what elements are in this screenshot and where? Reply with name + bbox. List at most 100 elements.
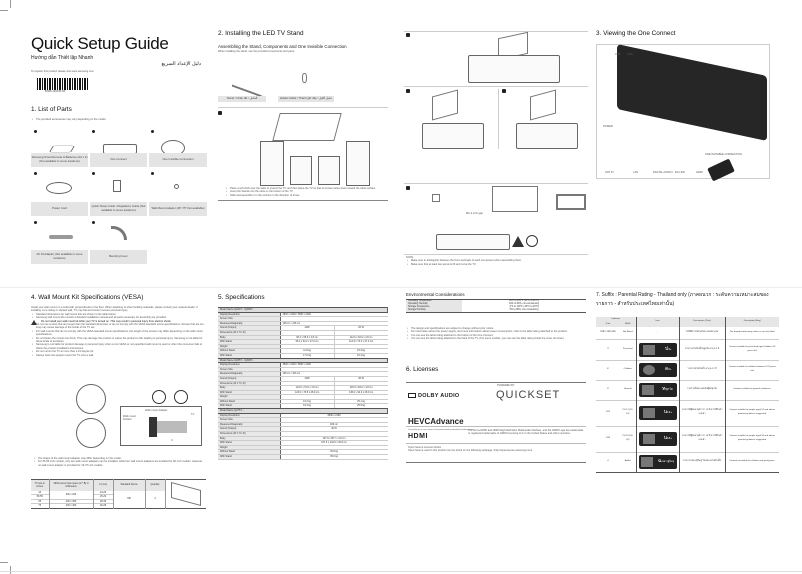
tv-back-illustration [432,89,458,121]
spec-value: 108 cm / 125 cm [280,321,388,327]
spec-label: Screen Size [218,316,281,322]
spec-label: Without Stand [218,449,281,455]
spec-label: Without Stand [218,348,281,354]
parts-note: The provided accessories may vary depend… [31,118,206,122]
spec-value: 25.5 kg [333,403,388,410]
outlet-illustration [432,194,440,202]
ok-circle-icon [152,390,166,404]
col-header: Description (Thai) [679,317,726,327]
env-label: Storage Temperature [406,306,462,309]
env-value: -4°F to 113°F (-20°C to 45°C) [509,306,539,308]
step2-detail-box [468,55,560,83]
lan-label: LAN [633,171,639,174]
spec-value: 145.0 x 83.0 x 4.8 cm [333,385,388,391]
pg18-rating-icon: น18+ [638,432,677,446]
thai-desc: รายการที่ผู้ชมอายุต่ำกว่า 13 ปี ควรได้รั… [679,400,726,426]
spec-value: 40 W [280,426,388,432]
step1-note: Insert the Stands into the slots on the … [225,190,385,194]
invisible-connection-label: ONE INVISIBLE CONNECTION [705,153,742,156]
holder-illustration [302,73,307,83]
zoom-circle [76,384,106,414]
spec-value: 189 cm [280,422,388,428]
screw-cell: M8 [113,490,146,509]
spec-label: Sound (Output) [218,426,281,432]
stand-illustration [232,60,262,98]
tv-illustration [492,186,538,212]
spec-value: 3840 x 2160 / 3840 x 2160 [280,312,388,318]
wall-mount-diagram: Wall mount Adapter Wall mount bracket TV… [36,384,204,448]
spec-value: 96.4 x 55.9 x 4.8 cm [280,335,335,341]
stand-subheading: Assembling the Stand, Components and One… [218,44,347,49]
thai-desc: รายการที่ผู้ชมอายุต่ำกว่า 18 ปี ควรได้รั… [679,426,726,452]
wall-mount-warning: Do not install your wall mount kit while… [41,319,172,323]
hdmi-logo: HDMI [408,433,428,440]
env-label: Operating Temperature [406,299,462,303]
vesa-cell: 400 x 400 [49,503,94,509]
part-caption: Bending Cover [90,250,147,264]
model-name: Model Name QA75T.... [218,408,388,414]
eng-desc: Content suitable for people aged 13 and … [729,409,776,415]
col-header: Description (Eng) [743,320,761,323]
spec-label: Body [218,385,281,391]
step1-note: Place a soft cloth over the table to pro… [225,187,385,191]
remote-illustration [49,145,75,153]
gap-label: Min 4 inch gap [466,212,483,215]
oss-title: Open Source License Notice [408,446,442,449]
vesa-cell: 400 x 300 [49,499,94,504]
zoom-circle [76,418,106,448]
adapter-label: Wall mount Adapter [145,409,168,412]
col-header: Print [605,322,611,325]
hdmi-text: The terms HDMI and HDMI High-Definition … [468,429,584,436]
rating-char: ด [664,366,669,373]
adapter-shape [157,421,187,433]
vesa-cell: 200 x 200 [49,490,94,500]
eng-desc: Content suitable for people aged 18 and … [729,435,776,441]
section-wall-mount: 4. Wall Mount Kit Specifications (VESA) … [31,294,207,358]
rating-sub: 13+ [667,410,673,415]
ant-in-label: ANT IN [605,171,614,174]
step5-detail-box [436,234,510,250]
av-adapter-illustration [49,235,73,239]
col-header: VESA screw hole specs (A * B) in millime… [49,479,94,491]
dolby-logo: DOLBY AUDIO [408,393,460,399]
c-cell: 26-28 [93,503,114,509]
one-connect-box [617,44,767,141]
spec-value: 20W [280,325,335,331]
hdmi-label: HDMI [696,171,703,174]
warning-icon [512,236,524,247]
rating-char: น [663,409,668,416]
preschool-rating-icon: ป3+ [638,342,677,357]
parts-grid: Samsung Smart Remote & Batteries (AA x 2… [31,130,207,280]
power-label: POWER [603,125,613,128]
rating-sub: เฉพาะผู้ใหญ่ [661,460,675,464]
one-connect-heading: 3. Viewing the One Connect [596,30,676,37]
step-badge [406,186,410,190]
spec-value: 123.0 x 79.5 x 28.9 cm [280,390,335,396]
spec-label: Body [218,335,281,341]
col-header: C (mm) [93,479,114,491]
spec-value: 3840 x 2160 [280,413,388,419]
env-note: For information about the power supply, … [406,330,586,334]
icon-cell: - [636,327,680,339]
rating-char: ป [665,345,669,352]
step-badge [502,89,506,93]
spec-label: With Stand [218,339,281,345]
spec-label: With Stand [218,454,281,460]
tv-on-table-illustration [272,113,342,141]
specs-table: Model Name QA43T..../QA50T.... Display R… [218,307,388,460]
print-cell: ฉ [607,460,609,463]
spec-value: 112.9 x 73.4 x 27.0 cm [333,339,388,345]
cover-section: Quick Setup Guide Hướng dẫn Thiết lập Nh… [31,34,201,94]
print-cell: น13 [606,411,610,414]
thai-desc: ไม่ได้มีการจัดระดับความเหมาะสม [679,327,726,339]
eng-desc: Content unsuitable for children and youn… [729,460,776,463]
wall-mount-bullet: Do not mount the TV at more than a 15 de… [31,350,207,354]
hevc-logo: HEVCAdvance Covered by one or more claim… [408,411,478,431]
spec-label: With Stand [218,440,281,446]
step5-panel: Min 4 inch gap [406,186,588,252]
model-name: Model Name QA55T..../QA65T.... [218,358,388,364]
spec-value: 11.8 kg [280,348,335,354]
eng-desc: The broadcasted rating values is not cla… [729,330,775,333]
wall-mount-bullet: Samsung is not liable for product damage… [31,343,207,350]
spec-label: Weight [218,445,281,451]
